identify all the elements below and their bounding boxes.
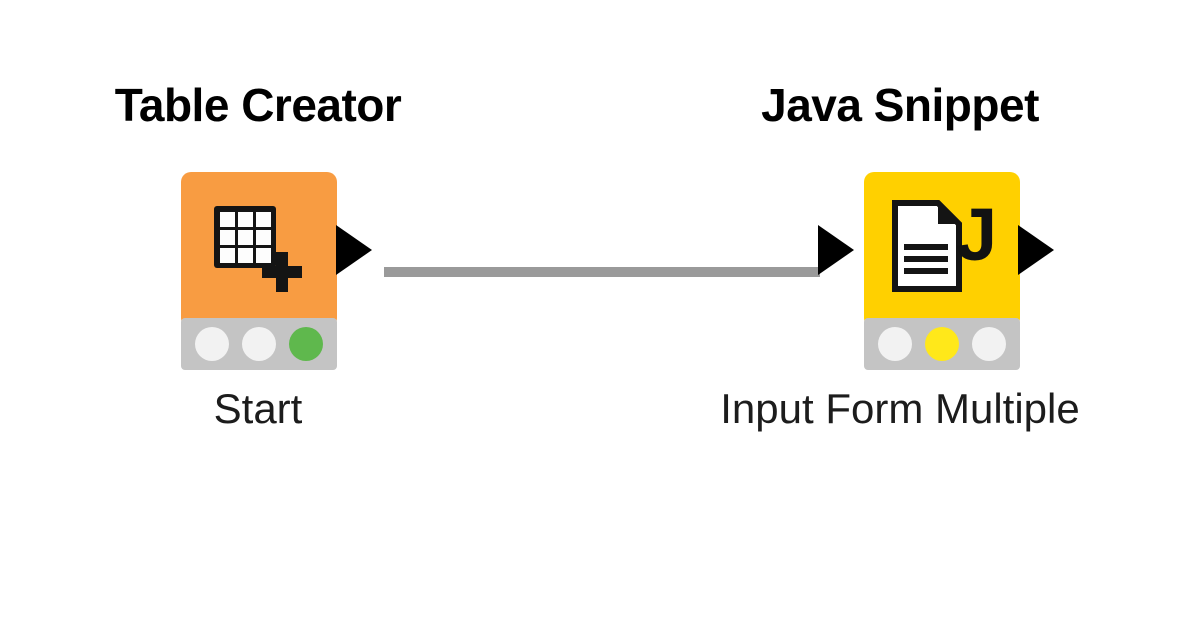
node-body-table-creator: [88, 172, 428, 328]
node-title-java-snippet: Java Snippet: [761, 79, 1039, 131]
status-light-executed: [289, 327, 324, 361]
node-label-java-snippet: Input Form Multiple: [720, 385, 1080, 432]
node-java-snippet[interactable]: Java Snippet J: [720, 79, 1079, 430]
table-grid-icon: [214, 206, 276, 268]
status-light-idle: [194, 327, 229, 361]
java-letter-icon: J: [956, 193, 998, 276]
node-icon-java-snippet: J: [864, 172, 1020, 328]
document-icon: [892, 200, 962, 292]
status-light-executed: [972, 327, 1007, 361]
connection-table-creator-to-java-snippet[interactable]: [384, 267, 820, 277]
status-light-configured: [241, 327, 276, 361]
node-box-java-snippet[interactable]: J: [864, 172, 1020, 328]
output-port-java-snippet[interactable]: [1018, 225, 1054, 275]
plus-icon: [262, 252, 302, 292]
status-bar-java-snippet: [864, 318, 1020, 370]
status-light-configured: [924, 327, 959, 361]
node-body-java-snippet: J: [730, 172, 1070, 328]
node-table-creator[interactable]: Table Creator: [88, 79, 428, 430]
input-port-java-snippet[interactable]: [818, 225, 854, 275]
status-bar-table-creator: [181, 318, 337, 370]
output-port-table-creator[interactable]: [336, 225, 372, 275]
node-label-table-creator: Start: [213, 385, 303, 432]
node-icon-table-creator: [181, 172, 337, 328]
node-box-table-creator[interactable]: [181, 172, 337, 328]
status-light-idle: [877, 327, 912, 361]
node-title-table-creator: Table Creator: [114, 79, 402, 131]
